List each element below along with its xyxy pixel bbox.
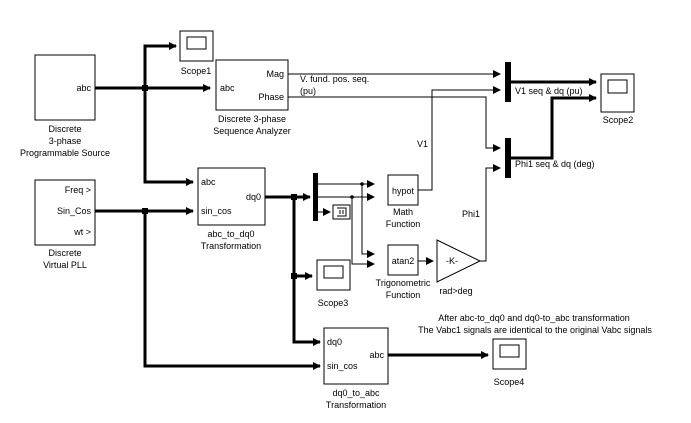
analyzer-port-phase: Phase [258, 92, 284, 102]
abc-dq0-port-sincos: sin_cos [201, 206, 232, 216]
hypot-text: hypot [392, 186, 415, 196]
atan2-text: atan2 [392, 256, 415, 266]
wire-phase [288, 96, 501, 152]
wires [95, 42, 597, 370]
terminator-block[interactable] [332, 204, 351, 220]
wire-sincos-to-dq0-abc [143, 211, 321, 370]
abc-dq0-port-dq0: dq0 [246, 192, 261, 202]
atan2-label-1: Trigonometric [376, 278, 431, 288]
gain-text: -K- [446, 256, 458, 266]
scope4-label: Scope4 [494, 377, 525, 387]
source-label-1: Discrete [48, 124, 81, 134]
analyzer-label-1: Discrete 3-phase [218, 114, 286, 124]
scope3-block[interactable]: Scope3 [316, 259, 351, 308]
programmable-source-block[interactable]: abc Discrete 3-phase Programmable Source [20, 54, 110, 158]
dq0-abc-label-1: dq0_to_abc [332, 388, 380, 398]
dq0-to-abc-block[interactable]: dq0 sin_cos abc dq0_to_abc Transformatio… [323, 327, 389, 410]
analyzer-port-abc: abc [220, 83, 235, 93]
gain-label: rad>deg [439, 286, 472, 296]
pll-port-sincos: Sin_Cos [57, 206, 92, 216]
atan2-block[interactable]: atan2 Trigonometric Function [376, 244, 431, 300]
scope4-block[interactable]: Scope4 [492, 338, 527, 387]
wire-demux-q-down [351, 197, 375, 268]
signal-label-phi1: Phi1 [462, 209, 480, 219]
wire-dq0-to-scope3 [292, 197, 313, 280]
hypot-block[interactable]: hypot Math Function [386, 174, 421, 229]
abc-dq0-port-abc: abc [201, 177, 216, 187]
scope1-block[interactable]: Scope1 [179, 30, 214, 76]
analyzer-label-2: Sequence Analyzer [213, 126, 291, 136]
gain-block[interactable]: -K- rad>deg [436, 239, 482, 296]
demux-block[interactable] [313, 173, 318, 221]
atan2-label-2: Function [386, 290, 421, 300]
virtual-pll-block[interactable]: Freq > Sin_Cos wt > Discrete Virtual PLL [34, 179, 96, 270]
pll-port-freq: Freq > [65, 185, 91, 195]
wire-source-to-abc-dq0 [143, 88, 194, 186]
scope1-label: Scope1 [181, 66, 212, 76]
scope2-label: Scope2 [603, 115, 634, 125]
dq0-abc-port-sincos: sin_cos [327, 361, 358, 371]
junctions [142, 85, 364, 279]
hypot-label-1: Math [393, 207, 413, 217]
dq0-abc-label-2: Transformation [326, 400, 386, 410]
mux-phi1-block[interactable] [505, 138, 511, 178]
mux-v1-label: V1 seq & dq (pu) [515, 86, 583, 96]
pll-label-2: Virtual PLL [43, 260, 87, 270]
mux-v1-block[interactable] [505, 62, 511, 102]
abc-dq0-label-1: abc_to_dq0 [207, 229, 254, 239]
note-line-2: The Vabc1 signals are identical to the o… [418, 325, 652, 335]
scope3-label: Scope3 [318, 298, 349, 308]
pll-port-wt: wt > [73, 227, 91, 237]
abc-to-dq0-block[interactable]: abc sin_cos dq0 abc_to_dq0 Transformatio… [197, 167, 266, 251]
dq0-abc-port-abc: abc [369, 350, 384, 360]
source-label-3: Programmable Source [20, 148, 110, 158]
wire-demux-d-down [361, 184, 375, 258]
pll-label-1: Discrete [48, 248, 81, 258]
note-line-1: After abc-to_dq0 and dq0-to_abc transfor… [438, 313, 630, 323]
scope2-block[interactable]: Scope2 [600, 73, 635, 125]
source-label-2: 3-phase [49, 136, 82, 146]
mux-phi1-label: Phi1 seq & dq (deg) [515, 159, 595, 169]
sequence-analyzer-block[interactable]: abc Mag Phase Discrete 3-phase Sequence … [213, 59, 291, 136]
wire-dq0-to-dq0abc [292, 276, 321, 346]
dq0-abc-port-dq0: dq0 [327, 337, 342, 347]
abc-dq0-label-2: Transformation [201, 241, 261, 251]
signal-label-v-fund-2: (pu) [300, 86, 316, 96]
wire-mux2-scope2 [511, 94, 597, 160]
wire-phi1 [480, 164, 501, 262]
signal-label-v-fund-1: V. fund. pos. seq. [300, 74, 369, 84]
signal-label-v1: V1 [417, 139, 428, 149]
hypot-label-2: Function [386, 219, 421, 229]
source-port-abc: abc [76, 83, 91, 93]
wire-source-to-scope1 [143, 42, 177, 88]
wire-v1 [418, 86, 501, 191]
analyzer-port-mag: Mag [266, 69, 284, 79]
